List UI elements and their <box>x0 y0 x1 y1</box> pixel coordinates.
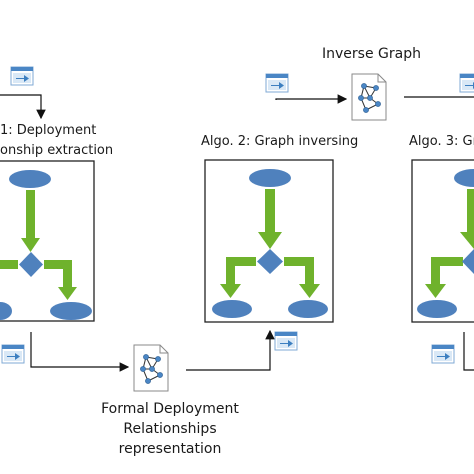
graph-document-icon <box>133 344 169 392</box>
algo2-title: Algo. 2: Graph inversing <box>201 134 359 149</box>
algo1-end-node-right <box>50 302 92 320</box>
algo1-end-node-left <box>0 302 12 320</box>
connector-algo3-output <box>463 332 474 371</box>
algo2-flow-arrows <box>220 189 320 298</box>
algo3-box <box>411 159 474 323</box>
algo3-title: Algo. 3: Gra <box>409 134 474 149</box>
algo1-flow-arrows <box>0 190 77 300</box>
formal-relationships-line1: Formal Deployment <box>101 401 239 417</box>
graph-document-icon <box>351 73 387 121</box>
formal-relationships-line3: representation <box>118 441 222 457</box>
algo2-box <box>204 159 334 323</box>
algo3-end-node-left <box>417 300 457 318</box>
algo1-title-line2: onship extraction <box>0 143 114 158</box>
window-process-icon <box>10 66 34 86</box>
algo2-decision-node <box>257 249 283 274</box>
algo2-start-node <box>249 169 291 187</box>
window-process-icon <box>265 73 289 93</box>
algo1-decision-node <box>19 252 43 277</box>
algo3-decision-node <box>462 249 474 274</box>
connector-algo1-to-formal-doc <box>30 332 130 372</box>
window-process-icon <box>274 331 298 351</box>
algo2-end-node-right <box>288 300 328 318</box>
algo1-box <box>0 160 95 322</box>
connector-input-to-algo1 <box>0 94 46 120</box>
algo2-end-node-left <box>212 300 252 318</box>
inverse-graph-label: Inverse Graph <box>322 46 421 62</box>
algo1-start-node <box>9 170 51 188</box>
connector-input-to-inverse-graph <box>275 94 348 104</box>
algo3-flow-arrows <box>425 189 474 298</box>
window-process-icon <box>431 344 455 364</box>
algo3-start-node <box>454 169 474 187</box>
formal-relationships-line2: Relationships <box>123 421 217 437</box>
window-process-icon <box>1 344 25 364</box>
connector-formal-doc-to-algo2 <box>186 329 275 371</box>
algo1-title-line1: 1: Deployment <box>0 123 97 138</box>
window-process-icon <box>459 73 474 93</box>
